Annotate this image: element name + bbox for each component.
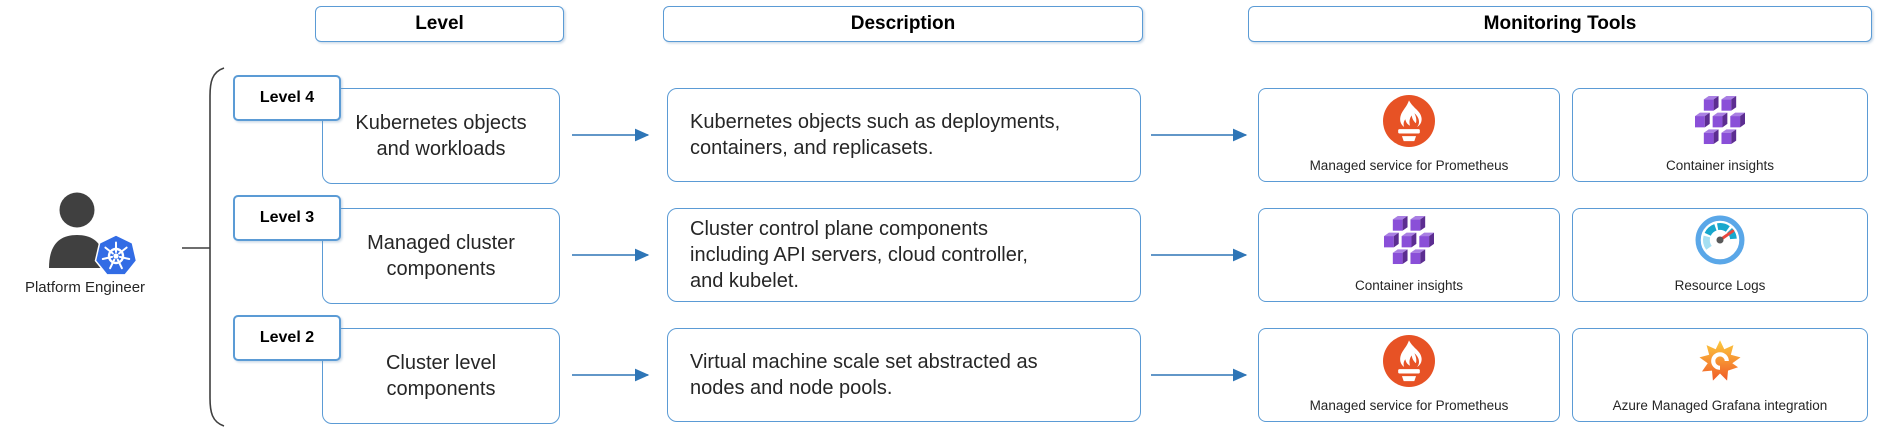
description-box-row1: Kubernetes objects such as deployments, … [667,88,1141,182]
tool-box-row3-grafana: Azure Managed Grafana integration [1572,328,1868,422]
kubernetes-icon [94,234,138,276]
level-box-row2: Managed cluster components [322,208,560,304]
tool-box-row3-prometheus: Managed service for Prometheus [1258,328,1560,422]
grafana-icon [1695,335,1745,385]
tool-box-row2-resource-logs: Resource Logs [1572,208,1868,302]
tool-label: Container insights [1665,158,1775,173]
prometheus-icon [1383,335,1435,387]
column-header-description: Description [663,6,1143,42]
tool-box-row1-container-insights: Container insights [1572,88,1868,182]
level-badge-row1: Level 4 [233,75,341,121]
platform-engineer-label: Platform Engineer [24,279,146,296]
level-badge-row3: Level 2 [233,315,341,361]
tool-box-row1-prometheus: Managed service for Prometheus [1258,88,1560,182]
tool-label: Azure Managed Grafana integration [1612,398,1828,413]
tool-label: Container insights [1354,278,1464,293]
level-box-row3: Cluster level components [322,328,560,424]
column-header-level: Level [315,6,564,42]
level-badge-row2: Level 3 [233,195,341,241]
tool-label: Managed service for Prometheus [1309,158,1509,173]
container-insights-icon [1382,215,1436,265]
container-insights-icon [1693,95,1747,145]
resource-logs-gauge-icon [1695,215,1745,265]
description-box-row3: Virtual machine scale set abstracted as … [667,328,1141,422]
bracket [182,67,225,427]
level-box-row1: Kubernetes objects and workloads [322,88,560,184]
tool-label: Resource Logs [1674,278,1766,293]
person-icon [49,192,105,268]
prometheus-icon [1383,95,1435,147]
description-box-row2: Cluster control plane components includi… [667,208,1141,302]
column-header-monitoring-tools: Monitoring Tools [1248,6,1872,42]
tool-label: Managed service for Prometheus [1309,398,1509,413]
tool-box-row2-container-insights: Container insights [1258,208,1560,302]
